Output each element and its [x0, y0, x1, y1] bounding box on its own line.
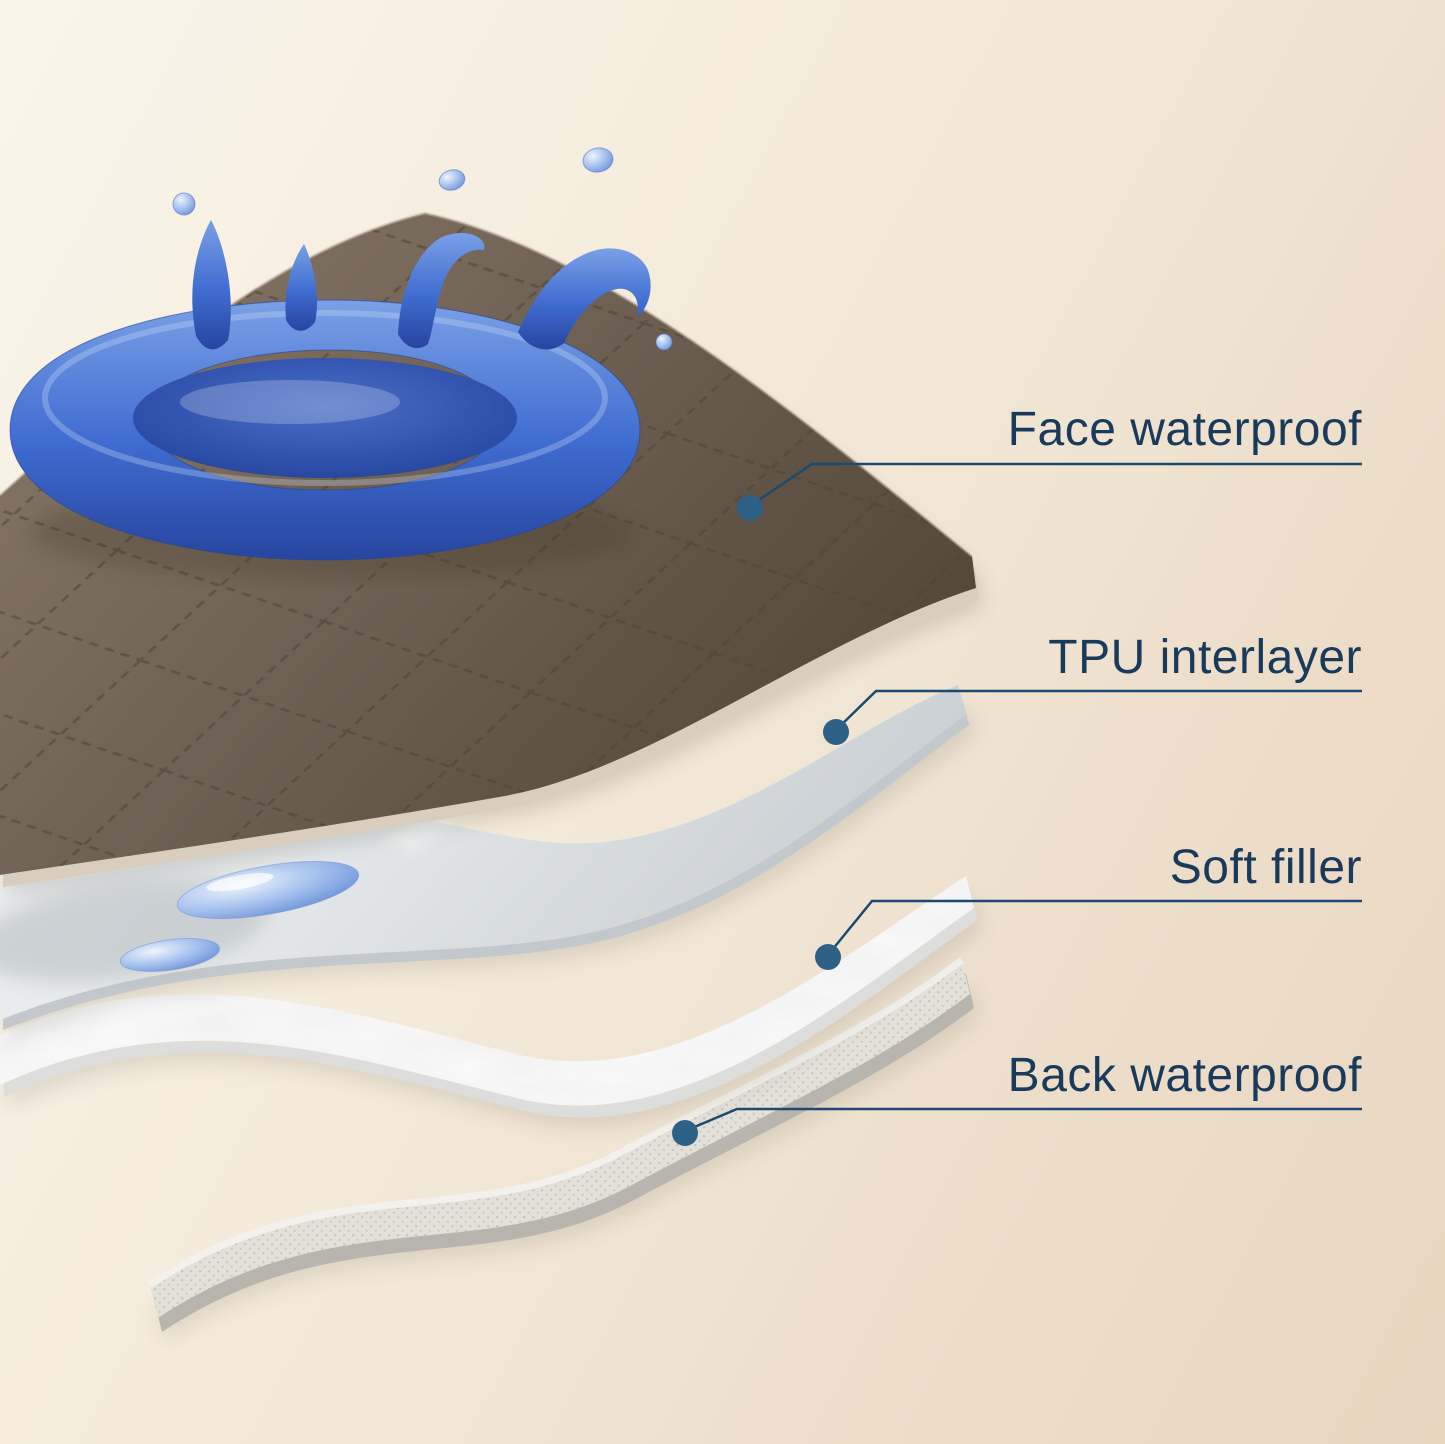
- back-layer-surface: [150, 960, 970, 1318]
- soft-filler-layer: [0, 876, 982, 1128]
- flying-droplets: [172, 147, 673, 351]
- back-layer-rim: [148, 957, 965, 1288]
- layer-marker-dot: [815, 944, 841, 970]
- splash-spike: [518, 248, 651, 350]
- flying-droplet: [655, 333, 673, 351]
- flying-droplet: [582, 147, 614, 173]
- layer-marker-dot: [823, 719, 849, 745]
- tpu-interlayer-layer: [0, 685, 974, 1040]
- splash-spike: [285, 244, 318, 331]
- label-soft-filler: Soft filler: [1169, 841, 1362, 894]
- layer-markers: [672, 495, 849, 1146]
- filler-layer-fluff-texture: [0, 876, 974, 1106]
- flying-droplet: [172, 192, 196, 216]
- water-bead: [119, 938, 221, 972]
- splash-pool-highlight: [180, 380, 400, 424]
- back-waterproof-layer: [148, 957, 978, 1342]
- flying-droplet: [438, 169, 466, 191]
- label-face-waterproof: Face waterproof: [1007, 403, 1362, 456]
- water-splash: [9, 147, 673, 578]
- water-bead: [176, 860, 360, 920]
- layer-marker-dot: [672, 1120, 698, 1146]
- connector-tpu: [835, 689, 1362, 731]
- connector-lines: [684, 462, 1362, 1133]
- layer-marker-dot: [737, 495, 763, 521]
- label-back-waterproof: Back waterproof: [1007, 1049, 1362, 1102]
- splash-pool: [133, 358, 517, 478]
- splash-rim-highlight: [42, 310, 608, 486]
- connector-face: [749, 462, 1362, 508]
- splash-spike: [398, 233, 485, 349]
- splash-spike: [192, 220, 231, 350]
- connector-back: [684, 1107, 1362, 1133]
- connector-filler: [827, 899, 1362, 956]
- water-bead-highlight: [206, 872, 274, 892]
- label-tpu-interlayer: TPU interlayer: [1048, 631, 1362, 684]
